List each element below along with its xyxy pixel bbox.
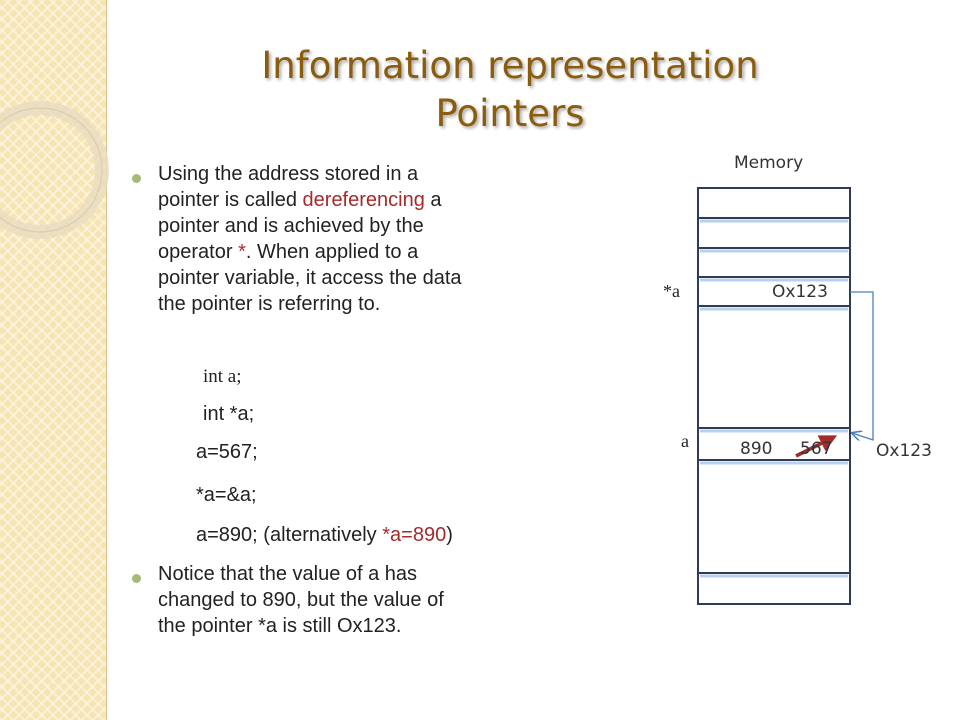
text-run: pointer is called <box>158 189 303 211</box>
code-line-5: a=890; (alternatively *a=890) <box>196 524 453 547</box>
pointer-connector-arrow <box>850 291 874 441</box>
text-run: operator <box>158 241 239 263</box>
bullet-1-line-5: pointer variable, it access the data <box>158 267 462 289</box>
text-run: ) <box>446 524 453 546</box>
memory-column <box>697 187 851 605</box>
bullet-1-line-4: operator *. When applied to a <box>158 239 578 265</box>
variable-label: a <box>681 431 689 451</box>
variable-address-label: Ox123 <box>876 441 932 461</box>
bullet-2-line-1: Notice that the value of a has <box>158 563 418 585</box>
bullet-2-text: Notice that the value of a has changed t… <box>158 561 578 639</box>
dereferencing-term: dereferencing <box>302 189 425 211</box>
pointer-label: *a <box>663 281 680 301</box>
alternative-expression: *a=890 <box>382 524 447 546</box>
code-line-1: int a; <box>203 366 242 387</box>
text-run: a <box>424 189 442 211</box>
variable-old-value: 567 <box>800 439 833 459</box>
decorative-side-strip <box>0 0 107 720</box>
bullet-2-line-3: the pointer *a is still Ox123. <box>158 615 402 637</box>
operator-symbol: * <box>238 241 246 263</box>
code-line-2: int *a; <box>203 403 255 425</box>
title-line-1: Information representation <box>261 44 759 87</box>
bullet-1-line-1: Using the address stored in a <box>158 163 419 185</box>
bullet-1-marker <box>132 174 141 183</box>
bullet-1-line-6: the pointer is referring to. <box>158 293 381 315</box>
bullet-1-text: Using the address stored in a pointer is… <box>158 161 578 317</box>
memory-label: Memory <box>734 153 804 173</box>
memory-rows <box>698 217 850 578</box>
code-line-3: a=567; <box>196 441 258 463</box>
text-run: a=890; (alternatively <box>196 524 383 546</box>
title-line-2: Pointers <box>435 92 585 135</box>
bullet-2-line-2: changed to 890, but the value of <box>158 589 444 611</box>
bullet-1-line-3: pointer and is achieved by the <box>158 215 424 237</box>
bullet-2-marker <box>132 574 141 583</box>
slide-title: Information representation Pointers <box>160 42 860 138</box>
code-line-4: *a=&a; <box>196 484 257 506</box>
text-run: . When applied to a <box>245 241 419 263</box>
variable-new-value: 890 <box>740 439 773 459</box>
pointer-cell-value: Ox123 <box>772 282 828 302</box>
bullet-1-line-2: pointer is called dereferencing a <box>158 187 578 213</box>
